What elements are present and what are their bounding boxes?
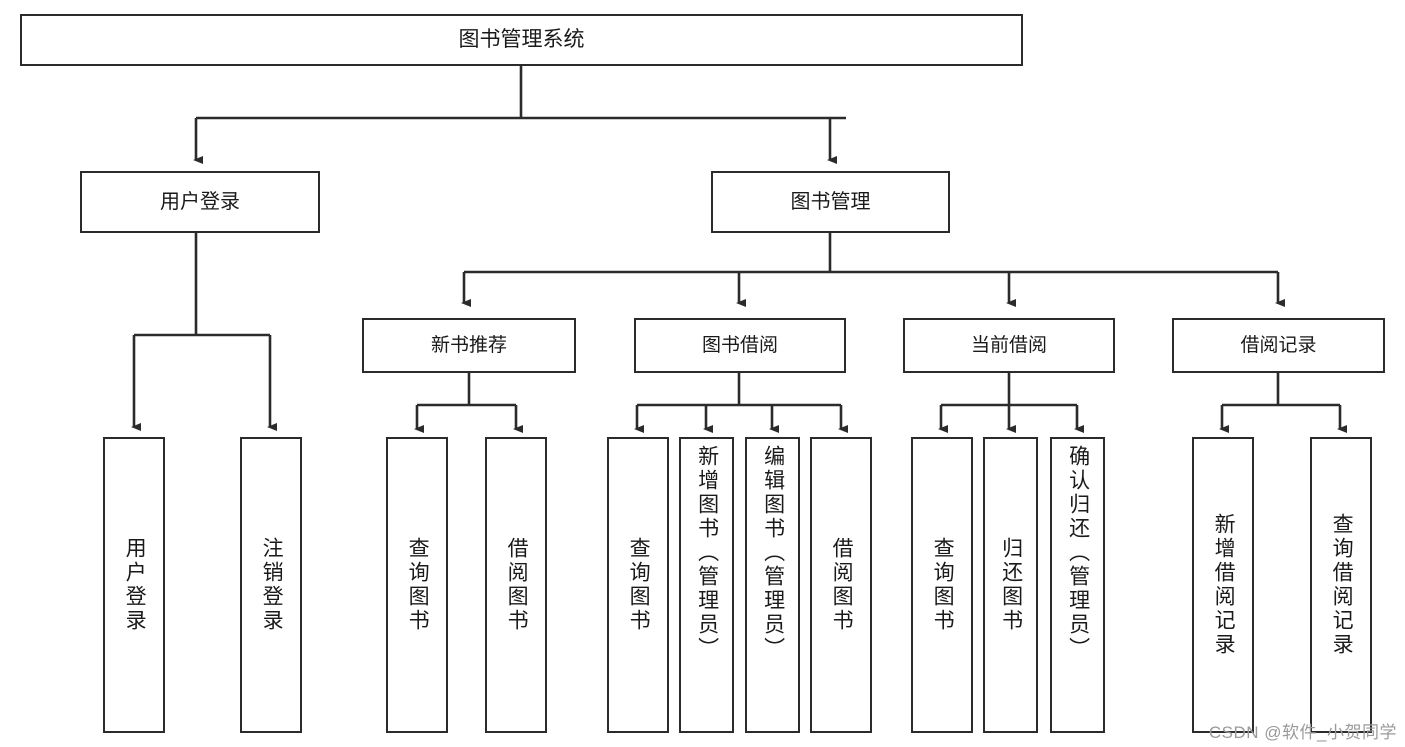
leaf-borrow-book-recommend-label: 借阅图书 — [505, 537, 529, 633]
node-user-login-label: 用户登录 — [160, 190, 240, 213]
leaf-add-borrow-record-label: 新增借阅记录 — [1212, 513, 1236, 657]
leaf-query-book-recommend[interactable]: 查询图书 — [386, 437, 448, 733]
leaf-borrow-book[interactable]: 借阅图书 — [810, 437, 872, 733]
leaf-edit-book-admin-label: 编辑图书（管理员） — [761, 445, 785, 661]
leaf-query-borrow-record-label: 查询借阅记录 — [1330, 513, 1354, 657]
leaf-query-book-current[interactable]: 查询图书 — [911, 437, 973, 733]
leaf-logout[interactable]: 注销登录 — [240, 437, 302, 733]
leaf-borrow-book-recommend[interactable]: 借阅图书 — [485, 437, 547, 733]
leaf-return-book-label: 归还图书 — [999, 537, 1023, 633]
leaf-add-borrow-record[interactable]: 新增借阅记录 — [1192, 437, 1254, 733]
leaf-return-book[interactable]: 归还图书 — [983, 437, 1038, 733]
leaf-query-book-recommend-label: 查询图书 — [406, 537, 430, 633]
leaf-logout-label: 注销登录 — [260, 537, 284, 633]
watermark: CSDN @软件_小贺同学 — [1208, 723, 1397, 742]
node-root-label: 图书管理系统 — [458, 27, 585, 51]
leaf-add-book-admin-label: 新增图书（管理员） — [695, 445, 719, 661]
leaf-query-book-current-label: 查询图书 — [931, 537, 955, 633]
node-book-borrow-label: 图书借阅 — [701, 334, 778, 356]
node-book-borrow[interactable]: 图书借阅 — [634, 318, 846, 373]
leaf-borrow-book-label: 借阅图书 — [830, 537, 854, 633]
leaf-add-book-admin[interactable]: 新增图书（管理员） — [679, 437, 734, 733]
node-book-management-label: 图书管理 — [790, 190, 871, 213]
node-user-login[interactable]: 用户登录 — [80, 171, 320, 233]
node-current-borrow-label: 当前借阅 — [970, 334, 1047, 356]
leaf-edit-book-admin[interactable]: 编辑图书（管理员） — [745, 437, 800, 733]
node-borrow-record-label: 借阅记录 — [1240, 334, 1317, 356]
leaf-user-login[interactable]: 用户登录 — [103, 437, 165, 733]
node-new-book-recommend-label: 新书推荐 — [430, 334, 507, 356]
leaf-user-login-label: 用户登录 — [123, 537, 147, 633]
leaf-query-book-borrow[interactable]: 查询图书 — [607, 437, 669, 733]
leaf-query-borrow-record[interactable]: 查询借阅记录 — [1310, 437, 1372, 733]
node-root[interactable]: 图书管理系统 — [20, 14, 1023, 66]
node-borrow-record[interactable]: 借阅记录 — [1172, 318, 1385, 373]
leaf-query-book-borrow-label: 查询图书 — [627, 537, 651, 633]
node-book-management[interactable]: 图书管理 — [711, 171, 950, 233]
leaf-confirm-return-admin-label: 确认归还（管理员） — [1066, 445, 1090, 661]
node-current-borrow[interactable]: 当前借阅 — [903, 318, 1115, 373]
leaf-confirm-return-admin[interactable]: 确认归还（管理员） — [1050, 437, 1105, 733]
node-new-book-recommend[interactable]: 新书推荐 — [362, 318, 576, 373]
